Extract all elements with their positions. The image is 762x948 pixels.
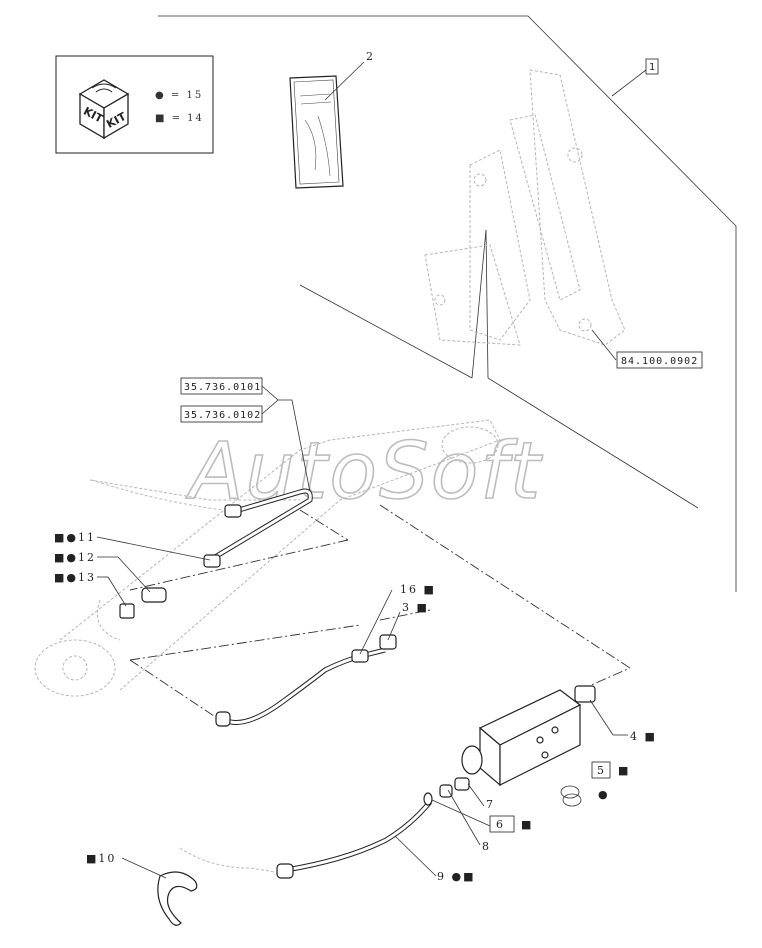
valve-block: 4 ■ [439,685,657,798]
frame-ref-1: 1 [611,58,659,97]
callouts-left: ■●11 ■●12 ■●13 [54,531,211,607]
kit-legend-box: KIT KIT ● = 15 ■ = 14 [55,55,214,154]
callout-11: ■●11 [54,531,96,544]
callouts-lower-right: 7 6 ■ 8 [431,783,533,853]
ref-35-0101-label: 35.736.0101 [184,382,261,393]
callout-5: 5 [597,764,606,777]
callout-16: 16 ■ [400,583,436,596]
watermark: AutoSoft [185,427,543,517]
frame-ref-label: 1 [649,62,656,73]
backhoe-arm-sketch [424,69,626,361]
square-count-legend: ■ = 14 [155,113,204,124]
callout-5-dot: ● [598,788,610,801]
assembly-lines [129,504,631,721]
lower-hose: 9 ●■ [179,792,476,883]
callout-3: 3 ■ [402,601,429,614]
middle-hose: 16 ■ 3 ■ [215,583,436,727]
ref-84-100-0902: 84.100.0902 [616,351,703,369]
frame-lines [158,15,737,592]
upper-hose [91,479,313,619]
callout-5-marker: ■ [618,764,630,777]
callout-12: ■●12 [54,551,96,564]
callout-9: 9 ●■ [437,870,476,883]
callout-13: ■●13 [54,571,96,584]
boom-cylinder-sketch [34,419,501,697]
callout-10: ■10 [86,852,116,865]
callout-2: 2 [366,50,375,63]
ref-35-736: 35.736.0101 35.736.0102 [180,377,311,493]
hose-clip: ■10 [86,852,198,926]
callout-7: 7 [486,798,495,811]
kit-box-icon: KIT KIT [78,79,130,140]
o-rings: 5 ■ ● [560,761,630,807]
callout-4: 4 ■ [630,730,657,743]
dot-count-legend: ● = 15 [155,90,203,101]
ref-35-0102-label: 35.736.0102 [184,410,261,421]
callout-6: 6 [496,818,505,831]
callout-8: 8 [482,840,491,853]
callout-6-marker: ■ [521,818,533,831]
instruction-booklet: 2 [289,50,375,189]
ref-84-label: 84.100.0902 [621,356,698,367]
